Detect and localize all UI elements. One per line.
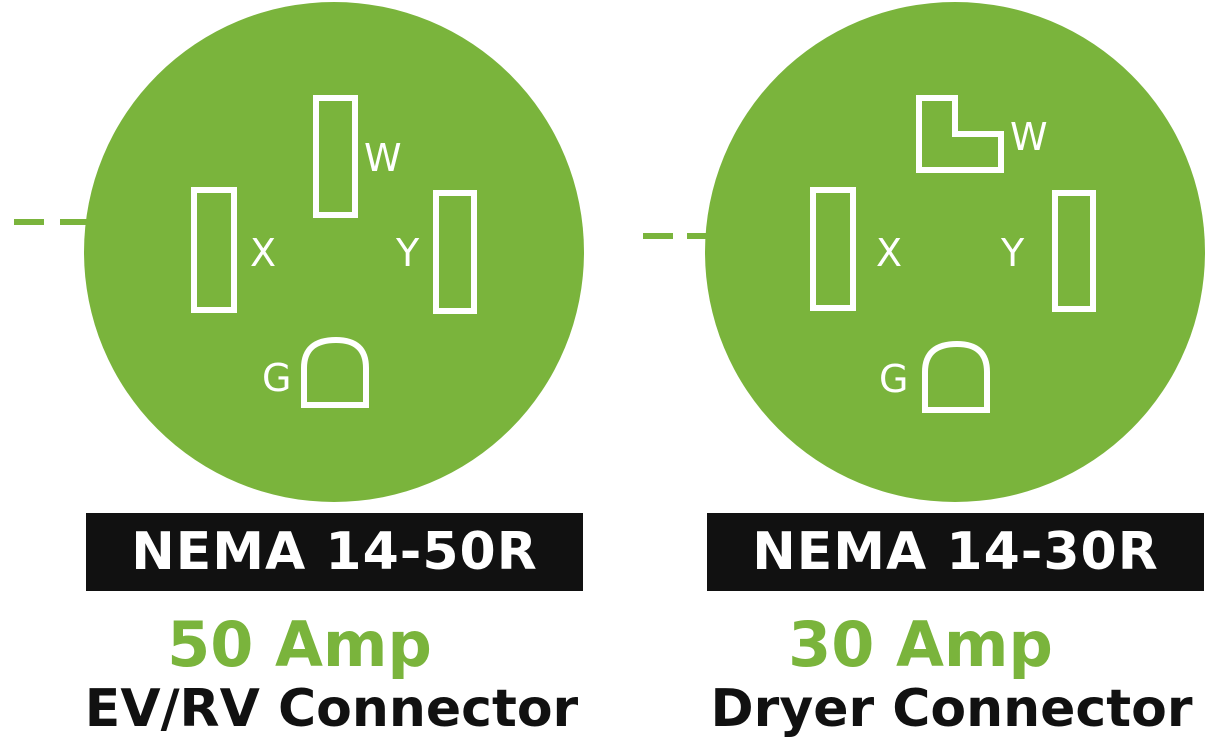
receptacle-panel-14-30r: W X Y G NEMA 14-30R 30 Amp Dryer Connect… (611, 0, 1222, 746)
pin-label-g: G (262, 356, 291, 400)
receptacle-face (84, 2, 584, 502)
pin-label-g: G (879, 357, 908, 401)
slot-ground (301, 336, 369, 408)
receptacle-diagram: W X Y G (14, 2, 584, 502)
pin-label-w: W (1010, 115, 1048, 159)
pin-label-x: X (876, 231, 902, 275)
receptacle-panel-14-50r: W X Y G NEMA 14-50R 50 Amp EV/RV Connect… (14, 2, 584, 739)
amperage-label: 30 Amp (788, 608, 1053, 681)
amperage-label: 50 Amp (167, 608, 432, 681)
slot-ground (922, 340, 990, 413)
receptacle-name: NEMA 14-30R (707, 513, 1204, 591)
usage-label: Dryer Connector (710, 679, 1193, 739)
pin-label-y: Y (1000, 231, 1025, 275)
receptacle-diagram: W X Y G (643, 2, 1205, 502)
slot-y (433, 190, 477, 314)
pin-label-x: X (250, 231, 276, 275)
slot-w (313, 95, 358, 218)
slot-y (1052, 190, 1096, 312)
receptacle-name: NEMA 14-50R (86, 513, 583, 591)
pin-label-y: Y (395, 231, 420, 275)
slot-x (810, 187, 856, 311)
slot-w-l-shape (916, 95, 1004, 173)
slot-x (191, 187, 237, 313)
pin-label-w: W (364, 136, 402, 180)
receptacle-face (705, 2, 1205, 502)
usage-label: EV/RV Connector (84, 679, 579, 739)
